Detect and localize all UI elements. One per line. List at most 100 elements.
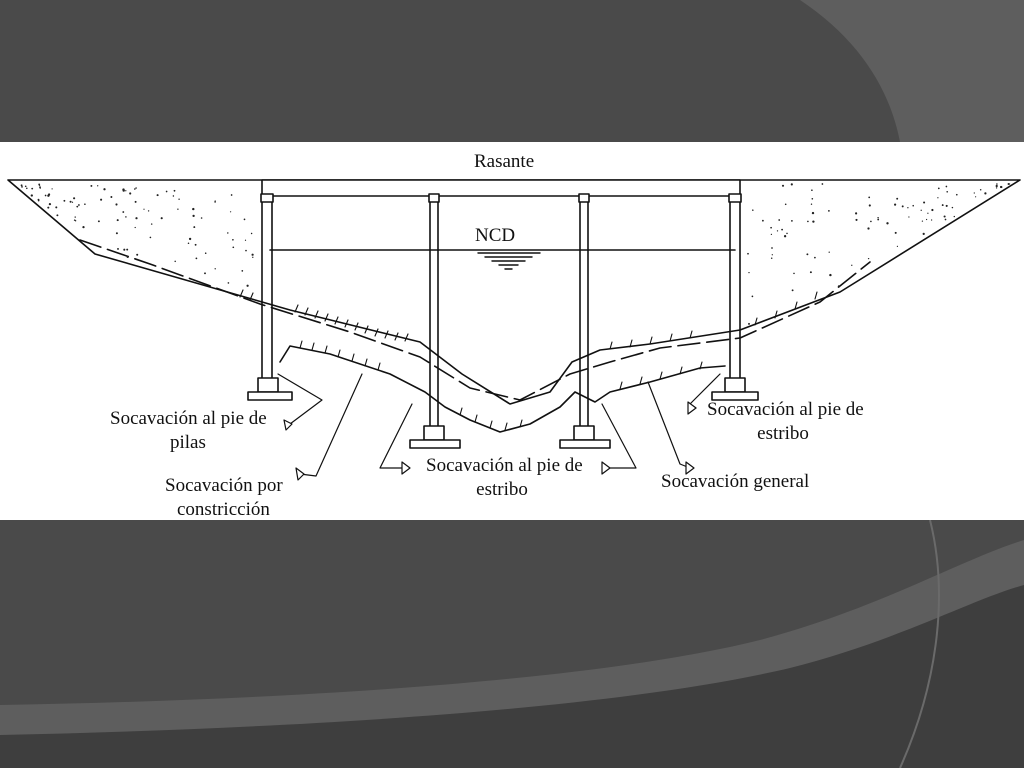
stipple-dot — [975, 196, 977, 198]
leader-pier-scour — [277, 373, 323, 431]
stipple-dot — [160, 217, 163, 220]
stipple-dot — [810, 203, 813, 205]
stipple-dot — [945, 185, 948, 188]
stipple-dot — [165, 190, 168, 193]
stipple-dot — [770, 257, 773, 260]
stipple-dot — [51, 188, 53, 190]
stipple-dot — [776, 230, 779, 232]
stipple-dot — [770, 233, 773, 236]
stipple-dot — [809, 271, 812, 274]
stipple-dot — [995, 184, 998, 188]
stipple-dot — [126, 255, 129, 259]
stipple-dot — [829, 273, 832, 277]
stipple-dot — [790, 183, 793, 186]
stipple-dot — [984, 192, 987, 195]
leader-abutment-center-left — [379, 403, 413, 475]
stipple-dot — [174, 260, 176, 263]
stipple-dot — [44, 194, 47, 197]
stipple-dot — [868, 204, 871, 207]
label-pier-scour-line2: pilas — [170, 432, 206, 453]
stipple-dot — [56, 214, 59, 217]
stipple-dot — [851, 264, 853, 266]
stipple-dot — [770, 226, 772, 229]
ncd-label: NCD — [475, 225, 516, 246]
stipple-dot — [21, 186, 23, 188]
stipple-dot — [214, 268, 216, 270]
footing-2 — [409, 425, 461, 449]
stipple-dot — [811, 189, 813, 192]
stipple-dot — [110, 196, 113, 198]
stipple-dot — [778, 219, 781, 221]
stipple-dot — [1008, 183, 1011, 185]
stipple-dot — [192, 214, 195, 218]
stipple-dot — [227, 232, 229, 234]
stipple-dot — [204, 272, 206, 275]
stipple-dot — [748, 271, 750, 274]
stipple-dot — [252, 256, 254, 258]
stipple-dot — [232, 246, 235, 249]
label-abutment-center-line1: Socavación al pie de — [426, 455, 583, 476]
stipple-dot — [97, 220, 100, 223]
label-abutment-scour-center: Socavación al pie de estribo — [426, 454, 583, 502]
stipple-dot — [230, 194, 233, 196]
stipple-dot — [827, 209, 830, 212]
stipple-dot — [77, 204, 80, 206]
scour-hatching — [299, 340, 703, 431]
stipple-dot — [134, 200, 137, 203]
stipple-dot — [886, 222, 889, 225]
stipple-dot — [250, 232, 253, 235]
footing-3 — [559, 425, 611, 449]
stipple-dot — [204, 252, 207, 254]
stipple-dot — [1007, 182, 1010, 186]
stipple-dot — [806, 253, 809, 256]
stipple-dot — [793, 272, 795, 275]
bridge-deck — [261, 179, 741, 197]
stipple-dot — [73, 219, 76, 221]
stipple-dot — [122, 211, 125, 213]
leader-constriction-scour — [295, 373, 363, 481]
stipple-dot — [1000, 186, 1003, 188]
stipple-dot — [946, 190, 949, 193]
stipple-dot — [103, 188, 106, 191]
stipple-dot — [784, 203, 787, 206]
stipple-dot — [192, 207, 195, 211]
stipple-dot — [116, 219, 119, 222]
stipple-dot — [877, 216, 879, 219]
stipple-dot — [896, 245, 899, 248]
stipple-dot — [752, 209, 754, 211]
label-constriction-scour: Socavación por constricción — [165, 474, 283, 522]
stipple-dot — [751, 295, 754, 298]
stipple-dot — [172, 195, 175, 197]
stipple-dot — [907, 207, 909, 209]
stipple-dot — [837, 285, 840, 288]
swoosh-top-right — [800, 0, 1024, 142]
stipple-dot — [123, 248, 126, 251]
stipple-dot — [901, 205, 904, 208]
stipple-dot — [783, 235, 787, 238]
stipple-dot — [20, 184, 23, 187]
stipple-dot — [125, 216, 127, 218]
stipple-dot — [150, 223, 153, 225]
leader-general-scour — [647, 381, 695, 475]
stipple-dot — [135, 217, 138, 220]
stipple-dot — [894, 203, 897, 206]
stipple-dot — [115, 232, 118, 235]
label-general-scour: Socavación general — [661, 470, 809, 494]
pile-1 — [260, 193, 274, 379]
stipple-dot — [786, 232, 788, 235]
stipple-dot — [979, 188, 982, 191]
stipple-dot — [922, 232, 925, 236]
scoured-bed-profile — [279, 345, 726, 433]
stipple-dot — [84, 203, 86, 205]
bridge-scour-diagram: Rasante NCD Socavación al pie de pilas S… — [0, 142, 1024, 520]
stipple-dot — [26, 187, 28, 190]
stipple-dot — [748, 322, 750, 325]
ground-hatching-left — [239, 289, 409, 342]
stipple-dot — [117, 247, 119, 250]
rasante-label: Rasante — [474, 151, 535, 172]
stipple-dot — [821, 183, 824, 185]
stipple-dot — [870, 220, 872, 223]
stipple-dot — [63, 199, 66, 202]
stipple-dot — [136, 253, 139, 256]
stipple-dot — [241, 270, 244, 272]
